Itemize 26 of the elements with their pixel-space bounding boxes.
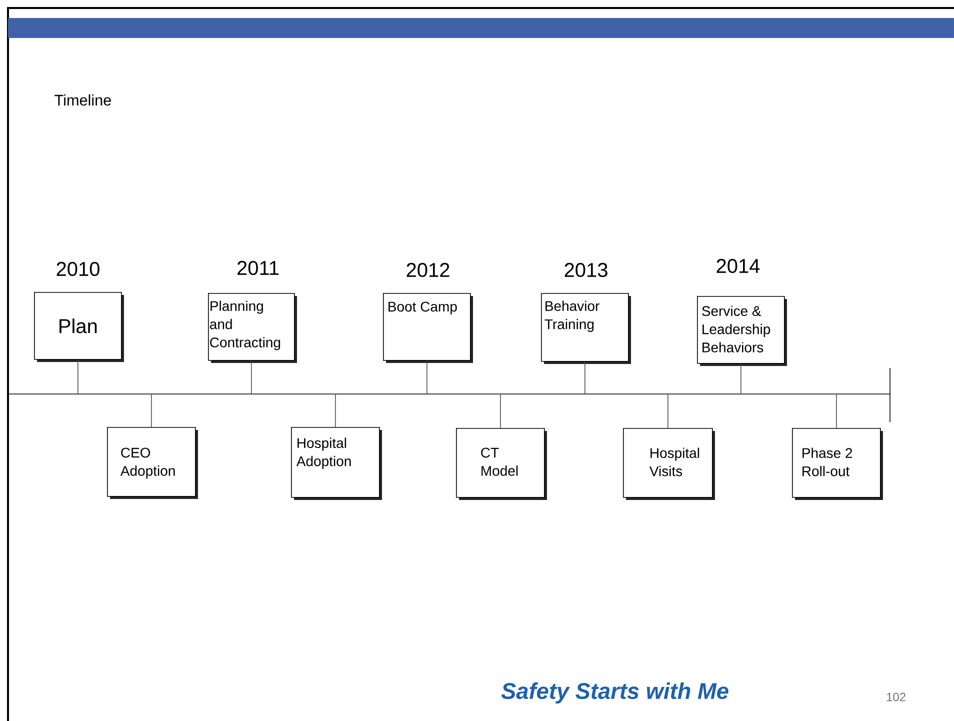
connector-line (836, 394, 837, 428)
connector-line (151, 394, 152, 428)
connector-line (500, 394, 501, 428)
connector-line (251, 360, 252, 394)
timeline-box: Boot Camp (383, 292, 473, 363)
slide-title: Timeline (54, 94, 111, 106)
timeline-box: Hospital Adoption (291, 427, 382, 500)
year-label: 2012 (406, 262, 450, 278)
timeline-box: Planning and Contracting (208, 292, 297, 363)
timeline-box: Plan (34, 292, 124, 362)
connector-line (335, 394, 336, 428)
connector-line (740, 363, 742, 394)
connector-line (426, 360, 428, 394)
year-label: 2011 (238, 260, 279, 276)
timeline-box: Behavior Training (541, 292, 631, 364)
timeline-box: CT Model (456, 428, 547, 500)
timeline-box: Hospital Visits (623, 428, 715, 500)
timeline-box: CEO Adoption (107, 427, 198, 499)
footer-slogan: Safety Starts with Me (501, 682, 728, 704)
timeline-box: Service & Leadership Behaviors (697, 296, 787, 366)
year-label: 2013 (564, 262, 608, 278)
year-label: 2014 (716, 258, 760, 274)
page-number: 102 (886, 692, 906, 702)
connector-line (584, 361, 586, 394)
year-label: 2010 (56, 262, 100, 276)
timeline-box: Phase 2 Roll-out (792, 428, 883, 500)
